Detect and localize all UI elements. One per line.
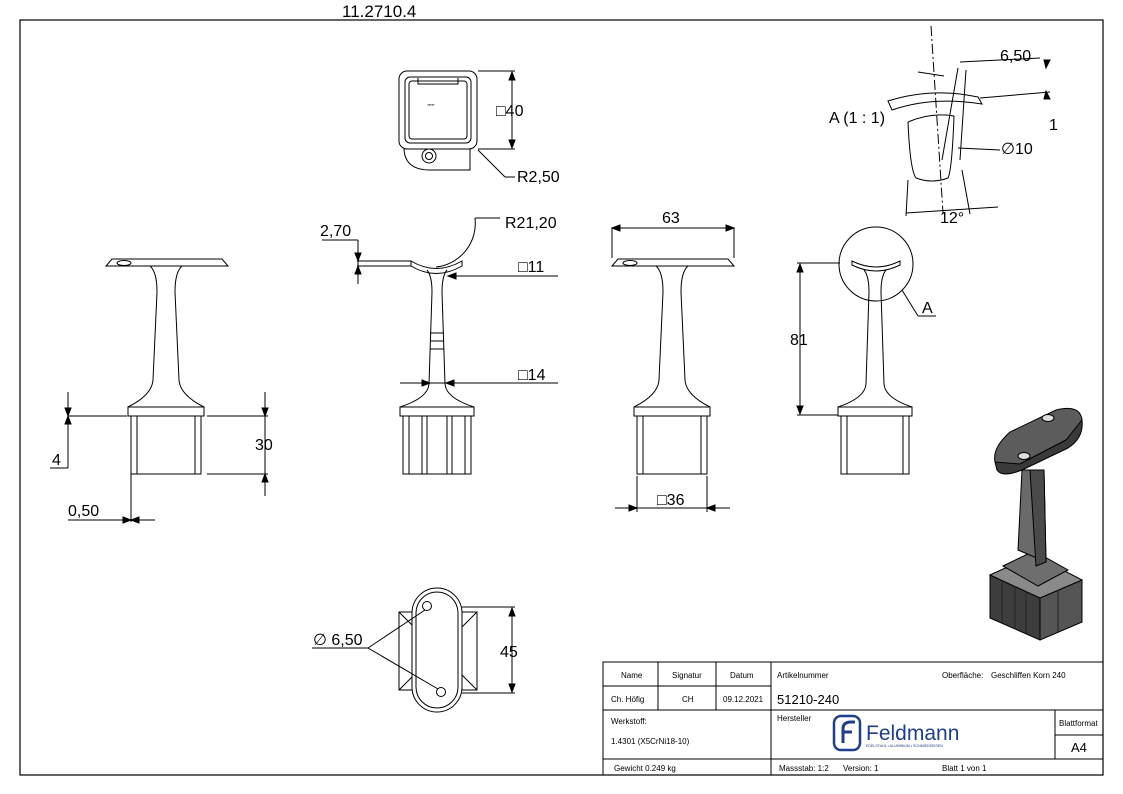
tb-article-number: 51210-240 [777,692,839,707]
base-step-dim: 4 [52,452,61,469]
top-square-dim: □40 [496,103,524,120]
top-view [398,70,516,178]
detail-angle-dim: 12° [940,210,964,227]
brand-emboss-mark: ▪▪▪▪▪ [427,102,435,107]
tb-version: Version: 1 [843,764,879,773]
height-dim: 81 [790,332,808,349]
isometric-render [988,407,1084,641]
brand-logo [832,714,862,752]
stem-bottom-dim: □14 [518,367,546,384]
side-view-detail [796,226,936,475]
hole-diameter-dim: ∅ 6,50 [313,632,363,649]
saddle-radius-dim: R21,20 [505,215,557,232]
side-view-saddle [322,217,558,475]
tb-weight: Gewicht 0.249 kg [614,764,676,773]
tb-signature-header: Signatur [672,671,702,680]
drawing-number: 11.2710.4 [342,2,416,21]
tb-name-value: Ch. Höfig [611,695,644,704]
tb-sheet: Blatt 1 von 1 [942,764,987,773]
sheet-frame [19,19,1104,776]
tb-article-label: Artikelnummer [777,671,829,680]
stem-top-dim: □11 [518,259,544,276]
detail-ref-label: A [922,300,933,317]
detail-diameter-dim: ∅10 [1001,141,1033,158]
detail-thickness-dim: 1 [1049,117,1058,134]
tb-manufacturer-label: Hersteller [777,714,812,723]
tb-format-value: A4 [1071,740,1087,755]
tb-surface-value: Geschliffen Korn 240 [991,671,1066,680]
top-radius-dim: R2,50 [517,169,560,186]
plate-width-dim: 63 [662,210,680,227]
tb-surface-label: Oberfläche: [942,671,983,680]
detail-a-view [887,25,1051,217]
brand-tagline: EDELSTAHL • ALUMINIUM • SCHMIEDEEISEN [866,744,943,748]
detail-label: A (1 : 1) [829,110,885,127]
front-view-left [50,258,269,524]
bottom-view [312,587,516,713]
tb-format-label: Blattformat [1059,719,1098,728]
tb-material-label: Werkstoff: [611,717,647,726]
front-view-right [610,224,736,512]
tb-date-header: Datum [730,671,754,680]
tb-name-header: Name [621,671,643,680]
wall-offset-dim: 0,50 [68,503,99,520]
tb-signature-value: CH [682,695,694,704]
plate-length-dim: 45 [500,644,518,661]
saddle-thickness-dim: 2,70 [320,223,351,240]
tb-material-value: 1.4301 (X5CrNi18-10) [611,737,690,746]
base-square-dim: □36 [657,492,685,509]
title-block [602,661,1104,776]
brand-name: Feldmann [866,722,959,745]
detail-width-dim: 6,50 [1000,48,1031,65]
base-height-dim: 30 [255,437,273,454]
tb-date-value: 09.12.2021 [723,695,764,704]
tb-scale: Massstab: 1:2 [779,764,829,773]
